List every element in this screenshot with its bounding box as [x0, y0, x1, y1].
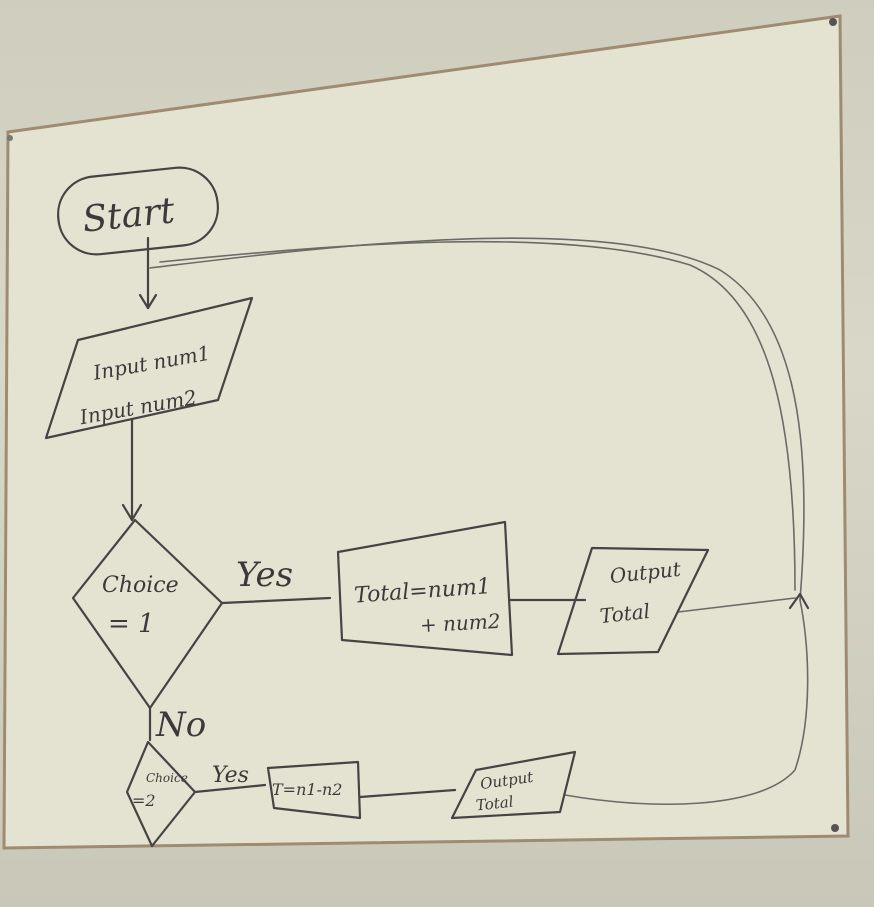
arrow-output2-to-loop	[564, 599, 809, 806]
decision1-label-line1: Choice	[102, 573, 179, 598]
start-terminator	[57, 166, 219, 256]
process2-label: T=n1-n2	[272, 780, 342, 799]
decision2-label-line1: Choice	[146, 771, 188, 785]
decision2-label-line2: =2	[132, 791, 156, 810]
decision2-node	[125, 740, 197, 848]
arrow-output1-to-loop	[677, 597, 796, 613]
input-node	[44, 296, 254, 440]
whiteboard	[2, 14, 850, 850]
output2-label-line2: Total	[475, 793, 515, 815]
loop-back-line	[149, 237, 805, 601]
yes-label-2: Yes	[212, 763, 249, 788]
process1-node	[336, 520, 514, 657]
decision1-label-line2: = 1	[108, 609, 155, 639]
arrow-process2-to-output2	[358, 788, 457, 799]
arrow-yes1	[220, 596, 332, 605]
no-label-1: No	[155, 705, 206, 745]
output1-label-line2: Total	[599, 599, 651, 628]
connector-lines	[121, 236, 810, 806]
process1-label-line2: + num2	[419, 609, 501, 637]
start-label: Start	[81, 190, 178, 240]
arrow-yes2	[193, 783, 267, 794]
yes-label-1: Yes	[236, 555, 293, 595]
decision1-node	[71, 518, 224, 710]
process2-node	[266, 760, 362, 820]
output1-node	[556, 546, 710, 656]
output2-node	[450, 750, 577, 820]
